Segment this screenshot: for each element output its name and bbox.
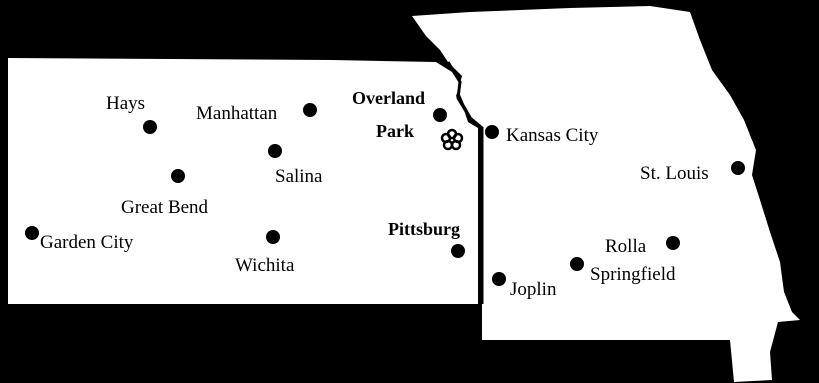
label-pittsburg: Pittsburg: [388, 219, 460, 239]
label-park: Park: [376, 121, 414, 141]
marker-joplin: [492, 272, 506, 286]
marker-great-bend: [171, 169, 185, 183]
state-border: [446, 61, 484, 304]
state-kansas: [8, 58, 478, 304]
label-garden-city: Garden City: [40, 232, 134, 253]
label-manhattan: Manhattan: [196, 103, 278, 124]
label-salina: Salina: [275, 166, 323, 187]
label-great-bend: Great Bend: [121, 197, 209, 218]
label-kansas-city: Kansas City: [506, 125, 599, 146]
label-rolla: Rolla: [605, 236, 647, 257]
marker-wichita: [266, 230, 280, 244]
marker-hays: [143, 120, 157, 134]
state-missouri: [412, 6, 800, 382]
marker-garden-city: [25, 226, 39, 240]
marker-st-louis: [731, 161, 745, 175]
label-springfield: Springfield: [590, 264, 676, 285]
marker-salina: [268, 144, 282, 158]
label-hays: Hays: [106, 93, 145, 114]
marker-overland-park: [433, 108, 447, 122]
marker-pittsburg: [451, 244, 465, 258]
flower-icon: [440, 128, 464, 151]
marker-manhattan: [303, 103, 317, 117]
label-overland: Overland: [352, 88, 425, 108]
label-joplin: Joplin: [510, 279, 557, 300]
marker-rolla: [666, 236, 680, 250]
label-st-louis: St. Louis: [640, 163, 709, 184]
marker-springfield: [570, 257, 584, 271]
marker-kansas-city: [485, 125, 499, 139]
label-wichita: Wichita: [235, 255, 295, 276]
